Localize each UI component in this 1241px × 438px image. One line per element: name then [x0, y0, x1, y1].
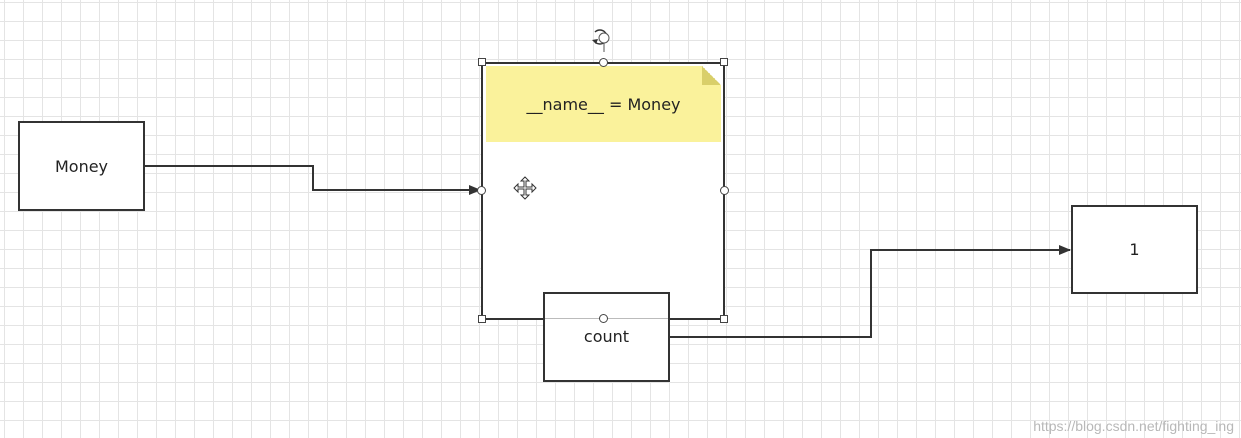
node-money[interactable]: Money	[18, 121, 145, 211]
rotate-icon[interactable]	[591, 28, 613, 52]
name-note-label: __name__ = Money	[526, 94, 681, 114]
node-count-label: count	[583, 327, 630, 346]
watermark-text: https://blog.csdn.net/fighting_ing	[1033, 418, 1234, 434]
resize-handle-bottom-left[interactable]	[478, 315, 486, 323]
resize-handle-top[interactable]	[599, 58, 608, 67]
node-one-label: 1	[1129, 240, 1140, 259]
resize-handle-bottom-right[interactable]	[720, 315, 728, 323]
node-one[interactable]: 1	[1071, 205, 1198, 294]
node-money-label: Money	[54, 156, 109, 176]
resize-handle-top-right[interactable]	[720, 58, 728, 66]
note-fold-corner	[702, 66, 721, 85]
resize-handle-top-left[interactable]	[478, 58, 486, 66]
resize-handle-bottom[interactable]	[599, 314, 608, 323]
move-icon	[513, 176, 537, 200]
edge-money-to-object[interactable]	[145, 165, 481, 195]
resize-handle-left[interactable]	[477, 186, 486, 195]
edge-count-to-one[interactable]	[670, 245, 1071, 338]
name-note[interactable]: __name__ = Money	[486, 66, 721, 142]
resize-handle-right[interactable]	[720, 186, 729, 195]
node-count[interactable]: count	[543, 292, 670, 382]
